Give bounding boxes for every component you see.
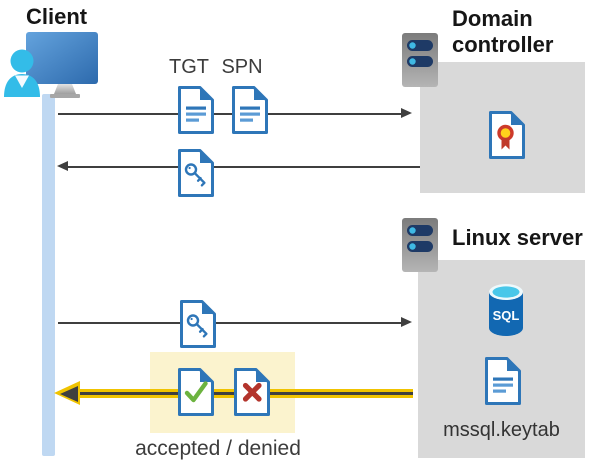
keytab-file-label: mssql.keytab (443, 419, 560, 441)
certificate-icon (489, 111, 525, 159)
request-arrow-line (58, 113, 401, 115)
ticket-response-arrow-head (57, 161, 68, 171)
linux-server-icon (402, 218, 438, 272)
result-arrow-head (60, 385, 78, 402)
present-ticket-arrow-line (58, 322, 401, 324)
domain-controller-label-line1: Domain (452, 6, 533, 31)
client-label: Client (26, 4, 88, 29)
tgt-label: TGT (169, 56, 209, 78)
tgt-document-icon (176, 85, 216, 135)
spn-document-icon (230, 85, 270, 135)
result-label: accepted / denied (135, 437, 301, 460)
ticket-key-document-icon (176, 147, 216, 199)
sql-database-icon: SQL (489, 284, 523, 336)
domain-controller-server-icon (402, 33, 438, 87)
client-user-computer-icon (4, 32, 98, 98)
ticket-response-arrow-line (68, 166, 420, 168)
accepted-document-icon (178, 368, 214, 416)
client-lifeline (42, 94, 55, 456)
keytab-document-icon (483, 355, 523, 407)
denied-document-icon (234, 368, 270, 416)
request-arrow-head (401, 108, 412, 118)
domain-controller-label: Domain controller (452, 6, 553, 58)
domain-controller-label-line2: controller (452, 32, 554, 57)
present-ticket-arrow-head (401, 317, 412, 327)
sql-badge-text: SQL (493, 308, 520, 323)
linux-server-label: Linux server (452, 225, 583, 250)
spn-label: SPN (221, 56, 263, 78)
present-ticket-key-document-icon (178, 298, 218, 350)
